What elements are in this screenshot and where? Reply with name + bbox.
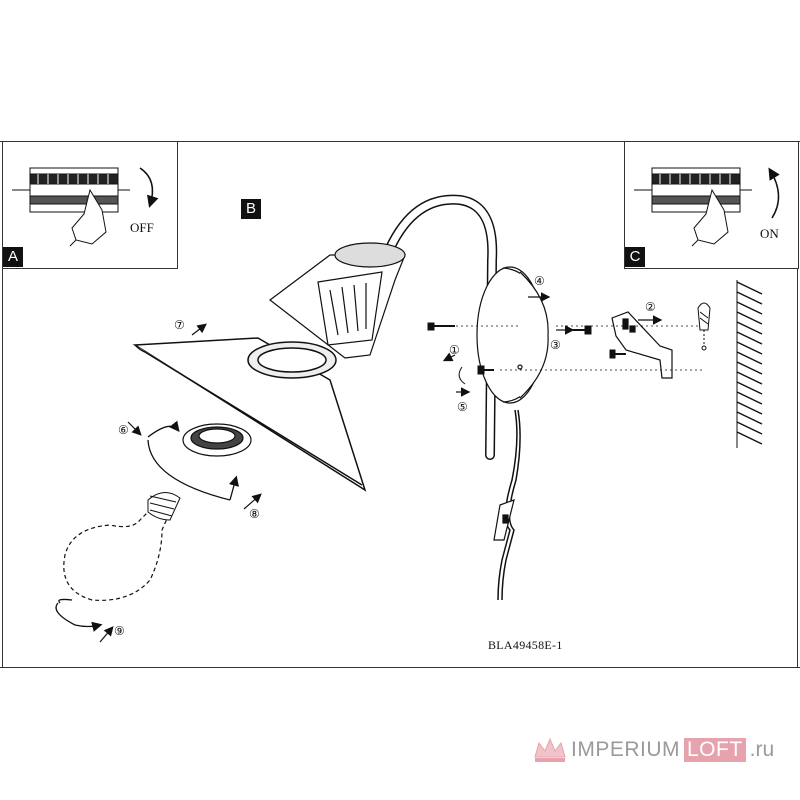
wall-section [736,280,763,448]
step-3-label: ③ [550,338,561,352]
watermark-brand: IMPERIUM [571,738,680,761]
step-9-arrow [99,626,114,643]
model-code: BLA49458E-1 [488,638,563,652]
frame-right-line [797,141,798,668]
breaker-icon-c [634,167,752,213]
step-1-arrow [442,352,456,362]
breaker-icon-a [12,167,130,213]
step-4-label: ④ [534,274,545,288]
step-7-arrow [191,323,207,336]
watermark-brand-highlight: LOFT [684,738,746,762]
screw-left [427,322,455,331]
step-5-label: ⑤ [457,400,468,414]
on-rotate-arrow [768,167,780,219]
panel-a-letter: A [3,247,23,267]
bracket-screw-top [573,325,592,335]
step-8-arrow [243,493,262,510]
mounting-bracket [611,311,673,379]
panel-b-letter: B [241,199,261,219]
bracket-screw-bottom [609,349,626,359]
panel-a-off-label: OFF [130,220,154,235]
step-1-label: ① [449,343,460,357]
ring-rotate-arrow-left [147,439,231,501]
screw-right [477,365,494,375]
watermark-logo: IMPERIUM LOFT .ru [533,733,774,767]
crown-icon [534,737,566,762]
watermark-domain: .ru [749,738,775,761]
frame-left-line [2,141,3,668]
cable-switch [493,499,515,541]
frame-top-line [0,141,800,142]
light-bulb [63,492,181,601]
step-6-arrow [127,421,142,436]
frame-bottom-line [0,667,800,668]
lamp-socket [269,242,406,359]
off-rotate-arrow [139,167,159,208]
drill-bit-icon [697,302,711,351]
panel-c-on-label: ON [760,226,779,241]
hand-icon-c [691,188,729,247]
alignment-guides [456,325,703,371]
panel-c-letter: C [625,247,645,267]
step-6-label: ⑥ [118,423,129,437]
step-9-label: ⑨ [114,624,125,638]
step-2-label: ② [645,300,656,314]
bulb-rotate-arrow [55,602,103,632]
hand-icon-a [69,188,107,247]
step-8-label: ⑧ [249,507,260,521]
step-7-label: ⑦ [174,318,185,332]
lamp-arm [380,194,498,460]
bulb-thread [147,492,181,521]
ring-rotate-arrow-top [147,420,180,438]
shade-ring [182,423,252,457]
lamp-shade [132,337,367,492]
